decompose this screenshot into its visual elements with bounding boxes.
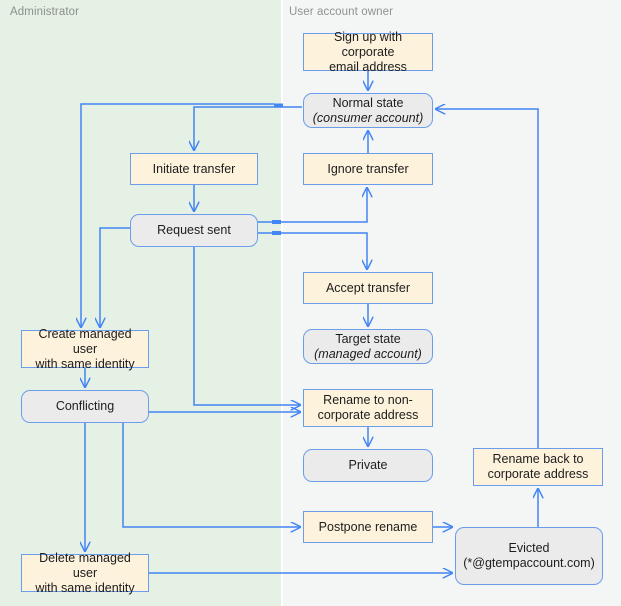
swimlane-label-user-account-owner: User account owner xyxy=(289,6,394,18)
node-conflicting[interactable]: Conflicting xyxy=(21,390,149,423)
node-line-2: (consumer account) xyxy=(312,110,424,125)
node-line-1: Create managed user xyxy=(38,326,132,356)
edge-rename-back-to-normal xyxy=(436,109,539,448)
node-line-1: Evicted xyxy=(508,541,550,555)
node-line-1: Accept transfer xyxy=(325,280,411,295)
node-ignore-transfer[interactable]: Ignore transfer xyxy=(303,153,433,185)
swimlane-label-administrator: Administrator xyxy=(10,6,80,18)
node-line-1: Sign up with corporate xyxy=(333,29,403,59)
node-line-2: email address xyxy=(329,59,407,74)
node-line-2: corporate address xyxy=(317,408,419,422)
node-create-managed-user-with-same-identity[interactable]: Create managed user with same identity xyxy=(21,326,149,371)
node-line-1: Rename to non- xyxy=(323,393,413,407)
node-line-1: Conflicting xyxy=(55,399,115,413)
node-request-sent[interactable]: Request sent xyxy=(130,214,258,247)
node-normal-state[interactable]: Normal state (consumer account) xyxy=(303,93,433,128)
node-delete-managed-user-with-same-identity[interactable]: Delete managed user with same identity xyxy=(21,550,149,595)
node-line-2: with same identity xyxy=(35,356,135,371)
merge-marker-request-a xyxy=(272,220,281,224)
edge-request-to-accept xyxy=(258,232,367,269)
node-target-state[interactable]: Target state (managed account) xyxy=(303,329,433,364)
node-line-1: Postpone rename xyxy=(318,519,418,534)
node-line-1: Rename back to xyxy=(492,452,584,466)
node-postpone-rename[interactable]: Postpone rename xyxy=(303,511,433,543)
node-line-1: Ignore transfer xyxy=(327,161,409,176)
node-evicted[interactable]: Evicted (*@gtempaccount.com) xyxy=(455,527,603,585)
node-line-1: Initiate transfer xyxy=(152,161,236,176)
node-initiate-transfer[interactable]: Initiate transfer xyxy=(130,153,258,185)
edge-request-to-create xyxy=(100,227,130,327)
node-line-1: Target state xyxy=(335,331,401,346)
edge-request-to-ignore xyxy=(258,188,367,223)
edge-request-to-rename-non xyxy=(193,247,300,405)
node-line-2: (*@gtempaccount.com) xyxy=(463,556,595,570)
node-line-2: (managed account) xyxy=(314,346,422,361)
node-sign-up-with-corporate-email-address[interactable]: Sign up with corporate email address xyxy=(303,29,433,74)
node-line-1: Private xyxy=(348,458,388,472)
node-rename-back-to-corporate-address[interactable]: Rename back to corporate address xyxy=(473,448,603,486)
node-line-1: Normal state xyxy=(332,95,404,110)
edge-conflicting-to-postpone xyxy=(122,423,300,527)
swimlane-administrator xyxy=(0,0,281,606)
node-accept-transfer[interactable]: Accept transfer xyxy=(303,272,433,304)
node-rename-to-non-corporate-address[interactable]: Rename to non- corporate address xyxy=(303,389,433,427)
merge-marker-normal-a xyxy=(274,103,283,108)
edge-normal-to-create xyxy=(81,103,274,327)
edge-normal-to-initiate xyxy=(194,106,302,150)
node-line-1: Delete managed user xyxy=(39,550,131,580)
node-line-2: with same identity xyxy=(35,580,135,595)
node-line-1: Request sent xyxy=(157,223,231,237)
merge-marker-request-b xyxy=(272,231,281,235)
node-line-2: corporate address xyxy=(487,467,589,481)
node-private[interactable]: Private xyxy=(303,449,433,482)
